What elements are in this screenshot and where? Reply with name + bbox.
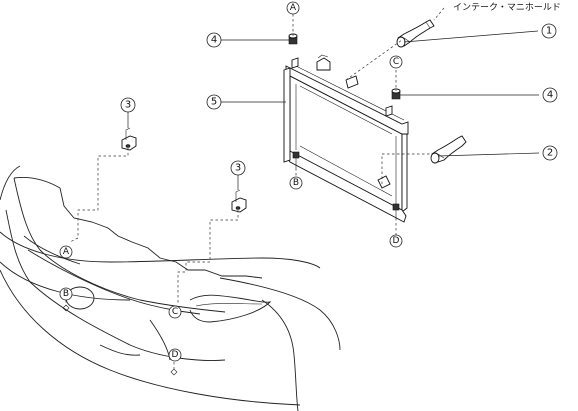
callout-4-upper-left: 4 [206, 32, 222, 48]
svg-text:3: 3 [125, 100, 131, 111]
callout-1: 1 [541, 23, 557, 39]
svg-text:4: 4 [547, 90, 553, 101]
locator-c-radiator: C [389, 55, 403, 69]
radiator [283, 54, 409, 223]
callout-4-right: 4 [542, 87, 558, 103]
lower-radiator-hose [430, 135, 467, 164]
svg-text:1: 1 [546, 26, 552, 37]
locator-c-body: C [168, 305, 182, 319]
svg-text:4: 4 [211, 35, 217, 46]
mounting-bracket-left [121, 127, 137, 151]
intake-manifold-label: インテーク・マニホールド [453, 2, 561, 13]
callout-3-right: 3 [230, 160, 246, 176]
locator-b-radiator: B [289, 176, 303, 190]
locator-a-body: A [59, 245, 73, 259]
callout-3-left: 3 [120, 97, 136, 113]
svg-text:B: B [63, 289, 69, 299]
svg-text:C: C [172, 307, 178, 317]
callout-2: 2 [542, 145, 558, 161]
svg-text:B: B [293, 178, 299, 188]
upper-radiator-hose [396, 19, 435, 48]
svg-text:C: C [393, 57, 399, 67]
locator-d-body: D [168, 348, 182, 362]
svg-text:D: D [393, 236, 400, 246]
callout-5: 5 [206, 94, 222, 110]
svg-text:A: A [290, 3, 297, 13]
svg-text:A: A [63, 247, 70, 257]
fastening-points [62, 304, 178, 376]
vehicle-front-body [0, 165, 341, 411]
svg-text:3: 3 [235, 163, 241, 174]
locator-d-radiator: D [389, 234, 403, 248]
locator-b-body: B [59, 287, 73, 301]
leader-lines [127, 30, 540, 190]
svg-text:5: 5 [211, 97, 217, 108]
mounting-bracket-right [231, 189, 247, 213]
svg-text:2: 2 [547, 148, 553, 159]
svg-text:D: D [172, 350, 179, 360]
locator-a-top: A [286, 1, 300, 15]
